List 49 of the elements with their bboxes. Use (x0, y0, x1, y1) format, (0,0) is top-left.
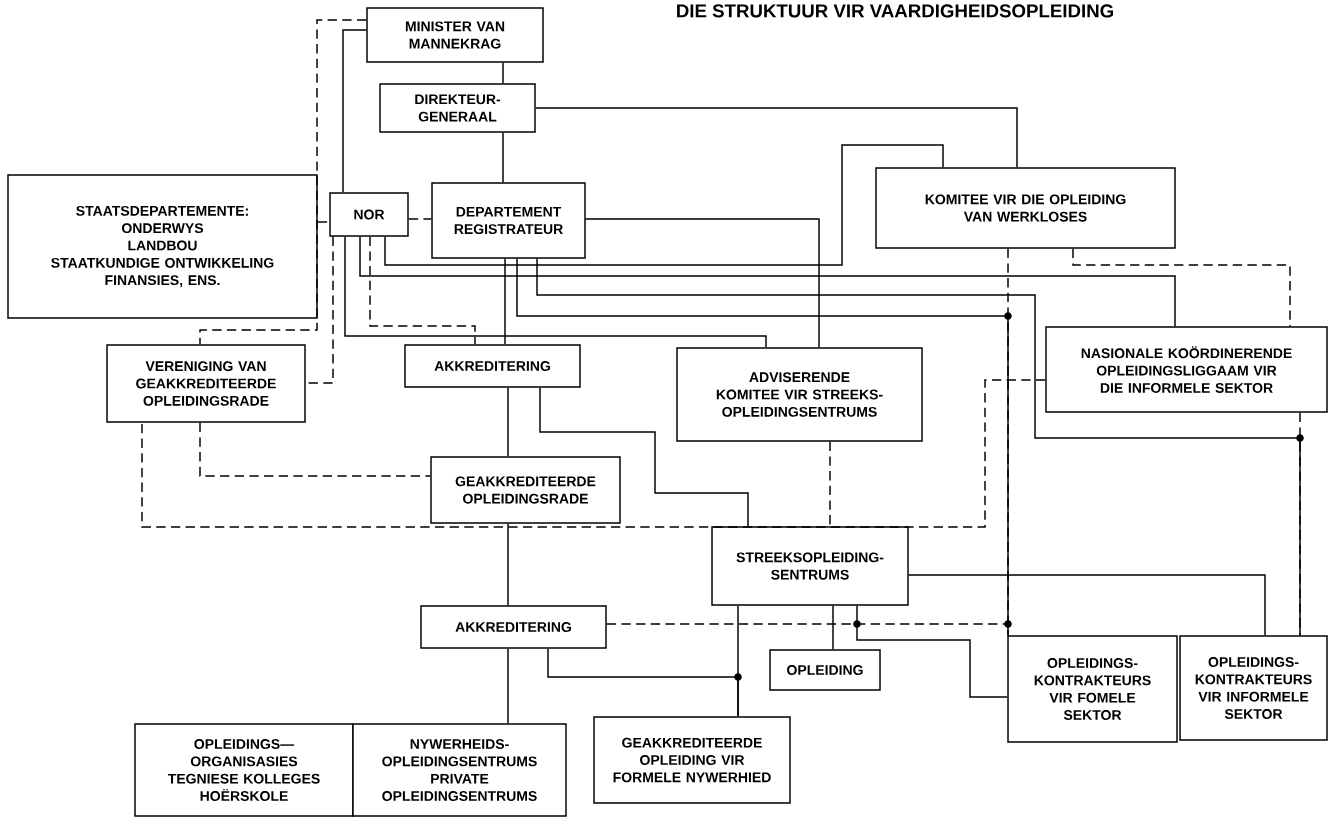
list-box: STAATSDEPARTEMENTE: ONDERWYS LANDBOU STAATKUNDIGE ONTWIKKELING FINANSIES, ENS. (7, 174, 318, 319)
connector-line (507, 648, 509, 724)
org-box: KOMITEE VIR DIE OPLEIDING VAN WERKLOSES (875, 167, 1176, 249)
org-box: OPLEIDING (769, 649, 881, 691)
connector-line (369, 236, 476, 345)
org-box: AKKREDITERING (404, 344, 581, 388)
connector-line (539, 387, 749, 527)
connector-line (384, 144, 944, 266)
org-box: AKKREDITERING (420, 605, 607, 649)
connector-line (199, 19, 367, 345)
connector-line (1007, 248, 1009, 636)
org-box: MINISTER VAN MANNEKRAG (366, 7, 544, 63)
connector-line (535, 107, 1018, 168)
connector-line (408, 218, 432, 220)
table-cell: OPLEIDINGS— ORGANISASIES TEGNIESE KOLLEGES HOËRSKOLE (134, 723, 354, 817)
org-box: DEPARTEMENT REGISTRATEUR (431, 182, 586, 259)
org-box: VERENIGING VAN GEAKKREDITEERDE OPLEIDINGSRADE (106, 344, 306, 423)
connector-line (504, 258, 506, 345)
org-box: GEAKKREDITEERDE OPLEIDING VIR FORMELE NYWERHIED (593, 716, 791, 804)
org-box: NASIONALE KOÖRDINERENDE OPLEIDINGSLIGGAAM VIR DIE INFORMELE SEKTOR (1045, 326, 1328, 413)
connector-line (829, 441, 831, 527)
connector-line (199, 422, 431, 477)
org-box: GEAKKREDITEERDE OPLEIDINGSRADE (430, 456, 621, 524)
connector-line (832, 605, 834, 650)
connector-line (908, 574, 1266, 636)
title: DIE STRUKTUUR VIR VAARDIGHEIDSOPLEIDING (677, 4, 1113, 18)
connector-line (507, 523, 509, 606)
connector-line (317, 221, 330, 223)
org-box: DIREKTEUR- GENERAAL (379, 83, 536, 133)
connector-line (585, 218, 820, 348)
connector-line (502, 132, 504, 183)
connector-line (344, 236, 767, 348)
org-box: NOR (329, 192, 409, 237)
connector-line (507, 387, 509, 457)
connector-line (536, 258, 1301, 636)
connector-line (1072, 248, 1291, 327)
connector-line (737, 605, 739, 717)
connector-line (502, 62, 504, 84)
org-box: OPLEIDINGS- KONTRAKTEURS VIR FOMELE SEKTOR (1007, 635, 1178, 743)
connector-line (141, 379, 1046, 528)
connector-line (342, 29, 367, 193)
connector-line (1299, 412, 1301, 636)
connector-line (856, 605, 1008, 698)
org-box: ADVISERENDE KOMITEE VIR STREEKS- OPLEIDINGSENTRUMS (676, 347, 923, 442)
org-box: STREEKSOPLEIDING- SENTRUMS (711, 526, 909, 606)
table-cell: NYWERHEIDS- OPLEIDINGSENTRUMS PRIVATE OPLEIDINGSENTRUMS (352, 723, 567, 817)
org-box: OPLEIDINGS- KONTRAKTEURS VIR INFORMELE SEKTOR (1179, 635, 1328, 741)
connector-line (359, 236, 1176, 327)
connector-line (606, 623, 1009, 636)
